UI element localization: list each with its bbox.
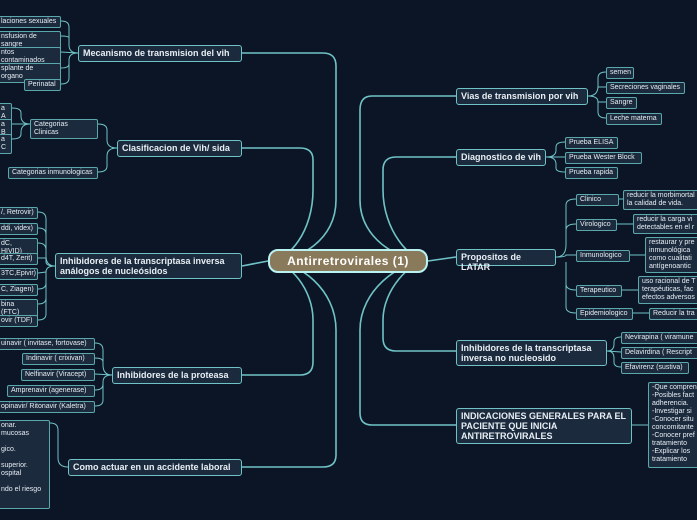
leaf-mec-4[interactable]: Perinatal xyxy=(24,79,61,91)
topic-vias-transmision[interactable]: Vias de transmision por vih xyxy=(456,88,588,105)
topic-inhibidores-no-nucleosido-label: Inhibidores de la transcriptasa inversa … xyxy=(461,343,592,363)
detail-virologico[interactable]: reducir la carga vi detectables en el r xyxy=(633,214,697,234)
leaf-diag-2[interactable]: Prueba rapida xyxy=(565,167,618,179)
detail-line: -Investigar si xyxy=(652,408,692,415)
detail-epidemiologico[interactable]: Reducir la tra xyxy=(649,308,697,320)
leaf-prop-clinico[interactable]: Clinico xyxy=(576,194,619,206)
topic-indicaciones-generales-label: INDICACIONES GENERALES PARA EL PACIENTE … xyxy=(461,411,626,441)
leaf-prot-3[interactable]: Amprenavir (agenerase) xyxy=(7,385,95,397)
leaf-vias-1[interactable]: Secreciones vaginales xyxy=(606,82,685,94)
detail-line: inmunológica xyxy=(649,247,691,254)
detail-line: onar. xyxy=(1,422,17,429)
leaf-an-3[interactable]: d4T, Zerit) xyxy=(0,253,38,265)
leaf-nonuc-0[interactable]: Nevirapina ( viramune xyxy=(621,332,697,344)
leaf-mec-0[interactable]: laciones sexuales xyxy=(0,16,61,28)
topic-clasificacion[interactable]: Clasificacion de Vih/ sida xyxy=(117,140,242,157)
leaf-cat-c[interactable]: a C xyxy=(0,134,12,154)
detail-line: como cualitati xyxy=(649,255,692,262)
leaf-diag-0[interactable]: Prueba ELISA xyxy=(565,137,618,149)
leaf-prop-inmunologico[interactable]: Inmunologico xyxy=(576,250,630,262)
leaf-vias-0[interactable]: semen xyxy=(606,67,634,79)
detail-line: gico. xyxy=(1,446,16,453)
leaf-diag-1[interactable]: Prueba Wester Block xyxy=(565,152,642,164)
leaf-nonuc-2[interactable]: Efavirenz (sustiva) xyxy=(621,362,689,374)
topic-inhibidores-analogos-label: Inhibidores de la transcriptasa inversa … xyxy=(60,256,225,276)
detail-inmunologico[interactable]: restaurar y pre inmunológica como cualit… xyxy=(645,237,697,273)
detail-line: efectos adversos xyxy=(642,294,695,301)
leaf-nonuc-1[interactable]: Delavirdina ( Rescript xyxy=(621,347,697,359)
detail-line: -Conocer situ xyxy=(652,416,694,423)
topic-mecanismo-transmision[interactable]: Mecanismo de transmision del vih xyxy=(78,45,242,62)
detail-line: tratamiento xyxy=(652,456,688,463)
detail-line: mucosas xyxy=(1,430,30,437)
detail-line: terapéuticas, fac xyxy=(642,286,694,293)
leaf-categorias-clinicas[interactable]: Categorias Clinicas xyxy=(30,119,98,139)
leaf-an-4[interactable]: 3TC,Epivir) xyxy=(0,268,38,280)
detail-line: ospital xyxy=(1,470,22,477)
leaf-an-0[interactable]: /, Retrovir) xyxy=(0,207,38,219)
detail-terapeutico[interactable]: uso racional de T terapéuticas, fac efec… xyxy=(638,276,697,304)
topic-diagnostico[interactable]: Diagnostico de vih xyxy=(456,149,546,166)
leaf-vias-3[interactable]: Leche materna xyxy=(606,113,662,125)
detail-line: ndo el riesgo xyxy=(1,486,42,493)
detail-line: -Posibles fact xyxy=(652,392,695,399)
detail-line: -Explicar los xyxy=(652,448,691,455)
detail-line: antígenoantic xyxy=(649,263,692,270)
topic-accidente-laboral[interactable]: Como actuar en un accidente laboral xyxy=(68,459,242,476)
detail-clinico[interactable]: reducir la morbimortal la calidad de vid… xyxy=(623,190,697,210)
topic-propositos[interactable]: Propositos de LATAR xyxy=(456,249,556,272)
detail-line: uso racional de T xyxy=(642,278,696,285)
detail-line xyxy=(1,438,46,446)
detail-line: superior. xyxy=(1,462,28,469)
central-topic[interactable]: Antirretrovirales (1) xyxy=(268,249,428,273)
detail-line xyxy=(1,454,46,462)
detail-line: -Que compren xyxy=(652,384,697,391)
topic-inhibidores-proteasa[interactable]: Inhibidores de la proteasa xyxy=(112,367,242,384)
topic-inhibidores-no-nucleosido[interactable]: Inhibidores de la transcriptasa inversa … xyxy=(456,340,607,366)
detail-line: adherencia. xyxy=(652,400,689,407)
detail-line: detectables en el r xyxy=(637,224,695,231)
leaf-an-6[interactable]: bina (FTC) xyxy=(0,299,38,319)
detail-line: reducir la morbimortal xyxy=(627,192,695,199)
leaf-prop-epidemiologico[interactable]: Epidemiologico xyxy=(576,308,633,320)
leaf-prot-0[interactable]: uinavir ( invitase, fortovase) xyxy=(0,338,95,350)
topic-indicaciones-generales[interactable]: INDICACIONES GENERALES PARA EL PACIENTE … xyxy=(456,408,632,444)
leaf-prot-4[interactable]: opinavir/ Ritonavir (Kaletra) xyxy=(0,401,95,413)
leaf-cat-a[interactable]: a A xyxy=(0,103,12,123)
detail-line: la calidad de vida. xyxy=(627,200,684,207)
leaf-prot-1[interactable]: Indinavir ( crixivan) xyxy=(22,353,95,365)
detail-line: reducir la carga vi xyxy=(637,216,693,223)
leaf-prop-terapeutico[interactable]: Terapeutico xyxy=(576,285,622,297)
leaf-mec-2[interactable]: ntos contaminados xyxy=(0,47,61,67)
leaf-an-5[interactable]: C, Ziagen) xyxy=(0,284,38,296)
detail-line: tratamiento xyxy=(652,440,688,447)
detail-line xyxy=(1,478,46,486)
leaf-vias-2[interactable]: Sangre xyxy=(606,97,637,109)
leaf-an-7[interactable]: ovir (TDF) xyxy=(0,315,38,327)
leaf-an-1[interactable]: ddi, videx) xyxy=(0,223,38,235)
detail-accidente[interactable]: onar. mucosas gico. superior. ospital nd… xyxy=(0,420,50,509)
leaf-prot-2[interactable]: Nelfinavir (Viracept) xyxy=(21,369,95,381)
detail-line: -Conocer pref xyxy=(652,432,695,439)
detail-line: concomitante xyxy=(652,424,694,431)
detail-indicaciones[interactable]: -Que compren -Posibles fact adherencia. … xyxy=(648,382,697,468)
leaf-categorias-inmunologicas[interactable]: Categorias inmunologicas xyxy=(8,167,98,179)
detail-line: restaurar y pre xyxy=(649,239,695,246)
topic-inhibidores-analogos[interactable]: Inhibidores de la transcriptasa inversa … xyxy=(55,253,242,279)
leaf-prop-virologico[interactable]: Virologico xyxy=(576,219,617,231)
